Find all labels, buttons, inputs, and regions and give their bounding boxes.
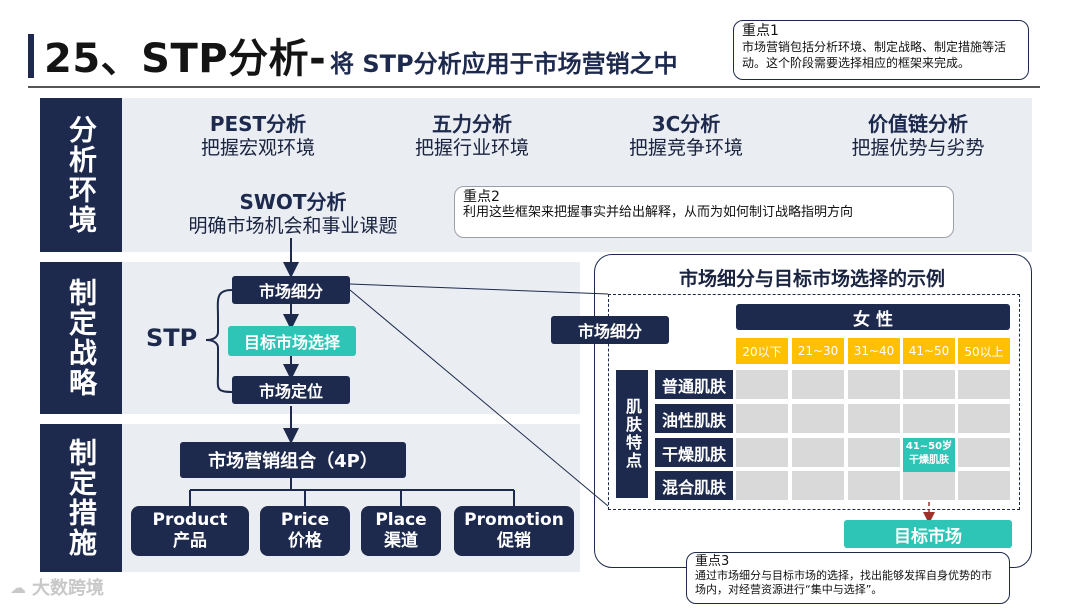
highlight-line-2: 干燥肌肤 (909, 455, 949, 466)
tool-desc: 把握竞争环境 (628, 137, 743, 159)
segment-cell (958, 370, 1010, 399)
tool-value-chain: 价值链分析 把握优势与劣势 (828, 112, 1008, 160)
marketing-mix-title: 市场营销组合（4P） (180, 442, 406, 478)
4p-zh: 产品 (173, 531, 207, 551)
tool-name: 3C分析 (651, 112, 721, 136)
watermark-logo-icon: ☁ (10, 577, 26, 597)
tool-swot: SWOT分析 明确市场机会和事业课题 (188, 190, 398, 238)
example-dashed-frame (608, 294, 1020, 510)
segment-cell (792, 404, 844, 433)
note-1-title: 重点1 (742, 23, 779, 39)
note-2-callout: 重点2 利用这些框架来把握事实并给出解释，从而为如何制订战略指明方向 (454, 186, 954, 238)
section-label-strategy: 制定战略 (40, 262, 122, 414)
target-market-box: 目标市场 (844, 520, 1012, 548)
age-col-5: 50以上 (958, 338, 1010, 364)
title-accent-bar (28, 34, 34, 78)
highlight-line-1: 41~50岁 (905, 441, 953, 452)
age-col-4: 41~50 (903, 338, 955, 364)
tool-3c: 3C分析 把握竞争环境 (606, 112, 766, 160)
watermark-text: 大数跨境 (32, 578, 104, 599)
segment-cell (958, 438, 1010, 467)
page-subtitle: 将 STP分析应用于市场营销之中 (330, 50, 678, 78)
segment-cell (958, 404, 1010, 433)
segment-cell (736, 438, 788, 467)
tool-five-forces: 五力分析 把握行业环境 (392, 112, 552, 160)
section-label-measures: 制定措施 (40, 424, 122, 572)
4p-zh: 渠道 (384, 531, 418, 551)
tool-desc: 把握宏观环境 (200, 137, 315, 159)
segment-cell (848, 404, 900, 433)
segment-cell (792, 438, 844, 467)
segment-cell (848, 438, 900, 467)
example-segment-label: 市场细分 (551, 316, 669, 344)
tool-desc: 把握行业环境 (414, 137, 529, 159)
segment-cell (848, 370, 900, 399)
skin-header: 肌肤特点 (616, 370, 648, 498)
note-3-text: 通过市场细分与目标市场的选择，找出能够发挥自身优势的市场内，对经营资源进行“集中… (695, 569, 992, 596)
segment-cell (903, 404, 955, 433)
highlight-cell: 41~50岁 干燥肌肤 (903, 438, 955, 472)
4p-en: Price (280, 510, 330, 530)
tool-desc: 把握优势与劣势 (851, 137, 985, 159)
tool-desc: 明确市场机会和事业课题 (188, 215, 398, 237)
4p-zh: 促销 (497, 531, 531, 551)
watermark: ☁ 大数跨境 (10, 574, 104, 600)
page-title: 25、STP分析- (44, 36, 327, 82)
4p-promotion: Promotion 促销 (454, 506, 574, 556)
tool-name: SWOT分析 (239, 190, 347, 214)
skin-type-oily: 油性肌肤 (655, 404, 733, 433)
tool-name: 五力分析 (432, 112, 512, 136)
4p-product: Product 产品 (131, 506, 249, 556)
stp-step-segmentation: 市场细分 (232, 276, 350, 304)
segment-cell (736, 471, 788, 500)
segment-cell (792, 471, 844, 500)
4p-en: Place (375, 510, 427, 530)
skin-type-combo: 混合肌肤 (655, 471, 733, 500)
tool-name: PEST分析 (209, 112, 307, 136)
age-col-2: 21~30 (792, 338, 844, 364)
tool-name: 价值链分析 (868, 112, 968, 136)
note-3-callout: 重点3 通过市场细分与目标市场的选择，找出能够发挥自身优势的市场内，对经营资源进… (686, 552, 1010, 604)
note-3-title: 重点3 (695, 554, 730, 569)
segment-cell (736, 404, 788, 433)
stp-label: STP (146, 324, 198, 352)
stp-step-targeting: 目标市场选择 (228, 326, 356, 356)
4p-en: Product (152, 510, 228, 530)
segment-cell (903, 370, 955, 399)
segment-cell (792, 370, 844, 399)
skin-type-dry: 干燥肌肤 (655, 438, 733, 467)
4p-zh: 价格 (288, 531, 322, 551)
note-2-title: 重点2 (463, 189, 500, 205)
4p-price: Price 价格 (260, 506, 350, 556)
note-1-text: 市场营销包括分析环境、制定战略、制定措施等活动。这个阶段需要选择相应的框架来完成… (742, 40, 1007, 70)
section-label-analysis: 分析环境 (40, 98, 122, 252)
4p-place: Place 渠道 (361, 506, 441, 556)
gender-header: 女 性 (736, 304, 1010, 330)
segment-cell (903, 471, 955, 500)
segment-cell (736, 370, 788, 399)
age-col-1: 20以下 (736, 338, 788, 364)
title-divider (28, 86, 1040, 88)
tool-pest: PEST分析 把握宏观环境 (178, 112, 338, 160)
segment-cell (848, 471, 900, 500)
skin-type-normal: 普通肌肤 (655, 370, 733, 399)
note-2-text: 利用这些框架来把握事实并给出解释，从而为如何制订战略指明方向 (463, 205, 854, 220)
4p-en: Promotion (464, 510, 564, 530)
age-col-3: 31~40 (848, 338, 900, 364)
example-title: 市场细分与目标市场选择的示例 (678, 268, 945, 290)
note-1-callout: 重点1 市场营销包括分析环境、制定战略、制定措施等活动。这个阶段需要选择相应的框… (733, 20, 1029, 80)
stp-step-positioning: 市场定位 (232, 376, 350, 404)
segment-cell (958, 471, 1010, 500)
